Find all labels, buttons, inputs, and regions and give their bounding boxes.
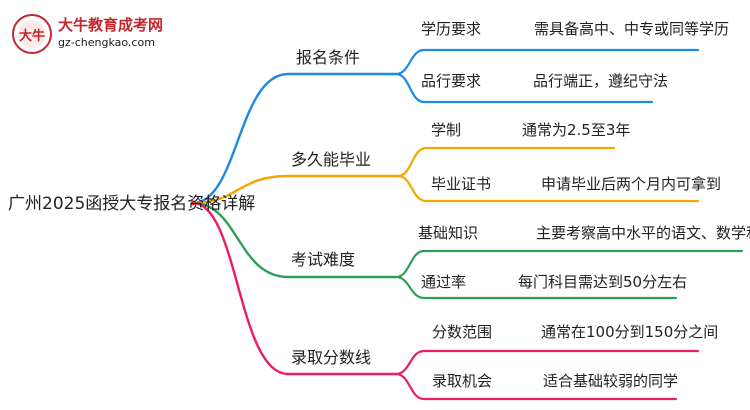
branch-connector [191, 72, 398, 205]
leaf-connector [396, 146, 616, 178]
leaf-value: 申请毕业后两个月内可拿到 [541, 175, 721, 193]
leaf-connector [394, 372, 678, 401]
leaf-value: 适合基础较弱的同学 [543, 372, 678, 390]
leaf-value: 需具备高中、中专或同等学历 [534, 20, 729, 38]
branch-label: 考试难度 [291, 250, 355, 269]
leaf-value: 品行端正，遵纪守法 [533, 72, 668, 90]
leaf-node: 通过率 每门科目需达到50分左右 [421, 273, 687, 291]
leaf-label: 通过率 [421, 273, 466, 291]
leaf-connector [394, 249, 744, 279]
leaf-node: 分数范围 通常在100分到150分之间 [432, 323, 718, 341]
leaf-connector [394, 349, 700, 376]
leaf-node: 学制 通常为2.5至3年 [431, 121, 630, 139]
leaf-connector [394, 72, 654, 104]
leaf-value: 每门科目需达到50分左右 [518, 273, 687, 291]
connector-lines [190, 48, 744, 401]
branch-node: 录取分数线 [291, 348, 371, 367]
leaf-node: 基础知识 主要考察高中水平的语文、数学和英语 [418, 224, 750, 242]
branch-connector [191, 174, 400, 205]
branch-node: 多久能毕业 [291, 150, 371, 169]
logo-url: gz-chengkao.com [58, 36, 155, 49]
leaf-label: 分数范围 [432, 323, 492, 341]
leaf-label: 学历要求 [421, 20, 481, 38]
branch-label: 报名条件 [296, 48, 360, 67]
logo-name: 大牛教育成考网 [58, 16, 163, 34]
leaf-label: 基础知识 [418, 224, 478, 242]
leaf-label: 学制 [431, 121, 461, 139]
leaf-label: 录取机会 [432, 372, 492, 390]
leaf-label: 品行要求 [421, 72, 481, 90]
branch-label: 多久能毕业 [291, 150, 371, 169]
branch-connector [191, 201, 398, 376]
leaf-node: 毕业证书 申请毕业后两个月内可拿到 [431, 175, 721, 193]
leaf-node: 录取机会 适合基础较弱的同学 [432, 372, 678, 390]
leaf-connector [396, 174, 700, 203]
root-title: 广州2025函授大专报名资格详解 [8, 194, 255, 214]
leaf-label: 毕业证书 [431, 175, 491, 193]
branch-connector [191, 201, 398, 279]
leaf-value: 主要考察高中水平的语文、数学和英语 [536, 224, 750, 242]
logo-mark-icon: 大牛 [12, 14, 52, 54]
branch-node: 报名条件 [296, 48, 360, 67]
branch-label: 录取分数线 [291, 348, 371, 367]
leaf-node: 品行要求 品行端正，遵纪守法 [421, 72, 668, 90]
leaf-value: 通常为2.5至3年 [522, 121, 630, 139]
leaf-node: 学历要求 需具备高中、中专或同等学历 [421, 20, 729, 38]
branch-node: 考试难度 [291, 250, 355, 269]
logo: 大牛 大牛教育成考网 gz-chengkao.com [12, 14, 163, 54]
logo-mark-text: 大牛 [19, 28, 45, 44]
root-connector-dot [190, 200, 196, 206]
leaf-connector [394, 275, 678, 300]
leaf-connector [394, 48, 700, 76]
leaf-value: 通常在100分到150分之间 [541, 323, 718, 341]
